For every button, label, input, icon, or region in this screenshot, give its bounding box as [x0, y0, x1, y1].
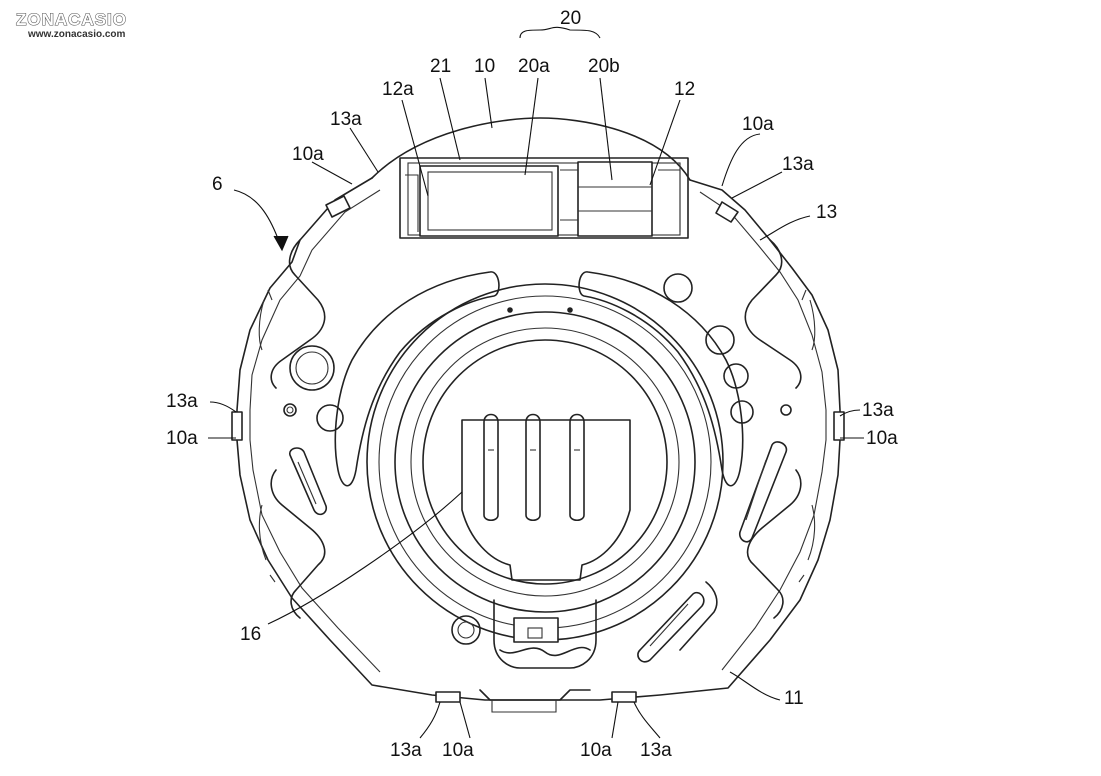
label-13a-top-right: 13a — [782, 154, 814, 175]
label-13a-right: 13a — [862, 400, 894, 421]
right-spring-upper — [744, 239, 802, 389]
left-spring-upper — [270, 239, 326, 389]
bottom-left-tab — [435, 691, 461, 703]
hole-left-large — [289, 345, 335, 391]
bottom-connector — [493, 599, 597, 669]
label-10: 10 — [474, 56, 495, 77]
top-arc — [371, 117, 691, 181]
label-20a: 20a — [518, 56, 550, 77]
leader-11 — [729, 671, 781, 701]
bottom-right-tab — [611, 691, 637, 703]
component-20a — [419, 165, 559, 237]
leader-lines — [208, 26, 864, 739]
right-slot — [738, 441, 788, 543]
component-20b — [577, 161, 653, 237]
inner-plate-outline — [249, 189, 381, 673]
watermark-url: www.zonacasio.com — [27, 29, 126, 40]
right-tab — [833, 411, 845, 441]
label-10a-bottom-2: 10a — [580, 740, 612, 761]
label-10a-left: 10a — [166, 428, 198, 449]
watermark-brand: ZONACASIO — [16, 10, 127, 29]
brace-20 — [519, 26, 601, 39]
watermark: ZONACASIO www.zonacasio.com — [15, 9, 127, 40]
bottom-right-slot — [637, 591, 705, 663]
label-10a-right: 10a — [866, 428, 898, 449]
label-16: 16 — [240, 624, 261, 645]
left-slot — [289, 447, 328, 516]
module-body — [231, 117, 845, 713]
label-6: 6 — [212, 174, 223, 195]
label-13a-bottom-1: 13a — [390, 740, 422, 761]
inner-ring — [422, 339, 668, 585]
reference-labels: 20 21 10 20a 20b 12a 12 13a 10a 10a 13a … — [166, 8, 898, 761]
left-spring-lower — [270, 469, 326, 619]
label-13a-top-left: 13a — [330, 109, 362, 130]
hole-top-right — [663, 273, 693, 303]
right-crescent-cutout — [578, 271, 744, 487]
leader-16 — [267, 491, 463, 625]
label-13: 13 — [816, 202, 837, 223]
top-right-tab — [715, 201, 739, 223]
outer-plate-outline — [236, 177, 841, 701]
label-13a-left: 13a — [166, 391, 198, 412]
hole-bottom-left — [451, 615, 481, 645]
clip-slot-2 — [525, 413, 541, 522]
label-13a-bottom-2: 13a — [640, 740, 672, 761]
label-12: 12 — [674, 79, 695, 100]
label-10a-top-left: 10a — [292, 144, 324, 165]
inner-plate-outline-right — [699, 191, 827, 671]
clip-slot-3 — [569, 413, 585, 522]
label-12a: 12a — [382, 79, 414, 100]
label-10a-bottom-1: 10a — [442, 740, 474, 761]
label-20: 20 — [560, 8, 581, 29]
arrow-6 — [233, 189, 281, 245]
right-spring-lower — [746, 469, 802, 619]
clip-slot-1 — [483, 413, 499, 522]
outer-ring — [366, 283, 724, 641]
left-crescent-cutout — [334, 271, 500, 487]
bottom-edge-connector — [479, 689, 591, 701]
left-tab — [231, 411, 243, 441]
label-11: 11 — [784, 688, 804, 709]
label-10a-top-right: 10a — [742, 114, 774, 135]
top-left-tab — [325, 195, 351, 218]
battery-clip — [461, 419, 631, 581]
label-21: 21 — [430, 56, 451, 77]
label-20b: 20b — [588, 56, 620, 77]
hole-left-small — [316, 404, 344, 432]
top-component-bay — [399, 157, 689, 239]
mid-ring — [394, 311, 696, 613]
